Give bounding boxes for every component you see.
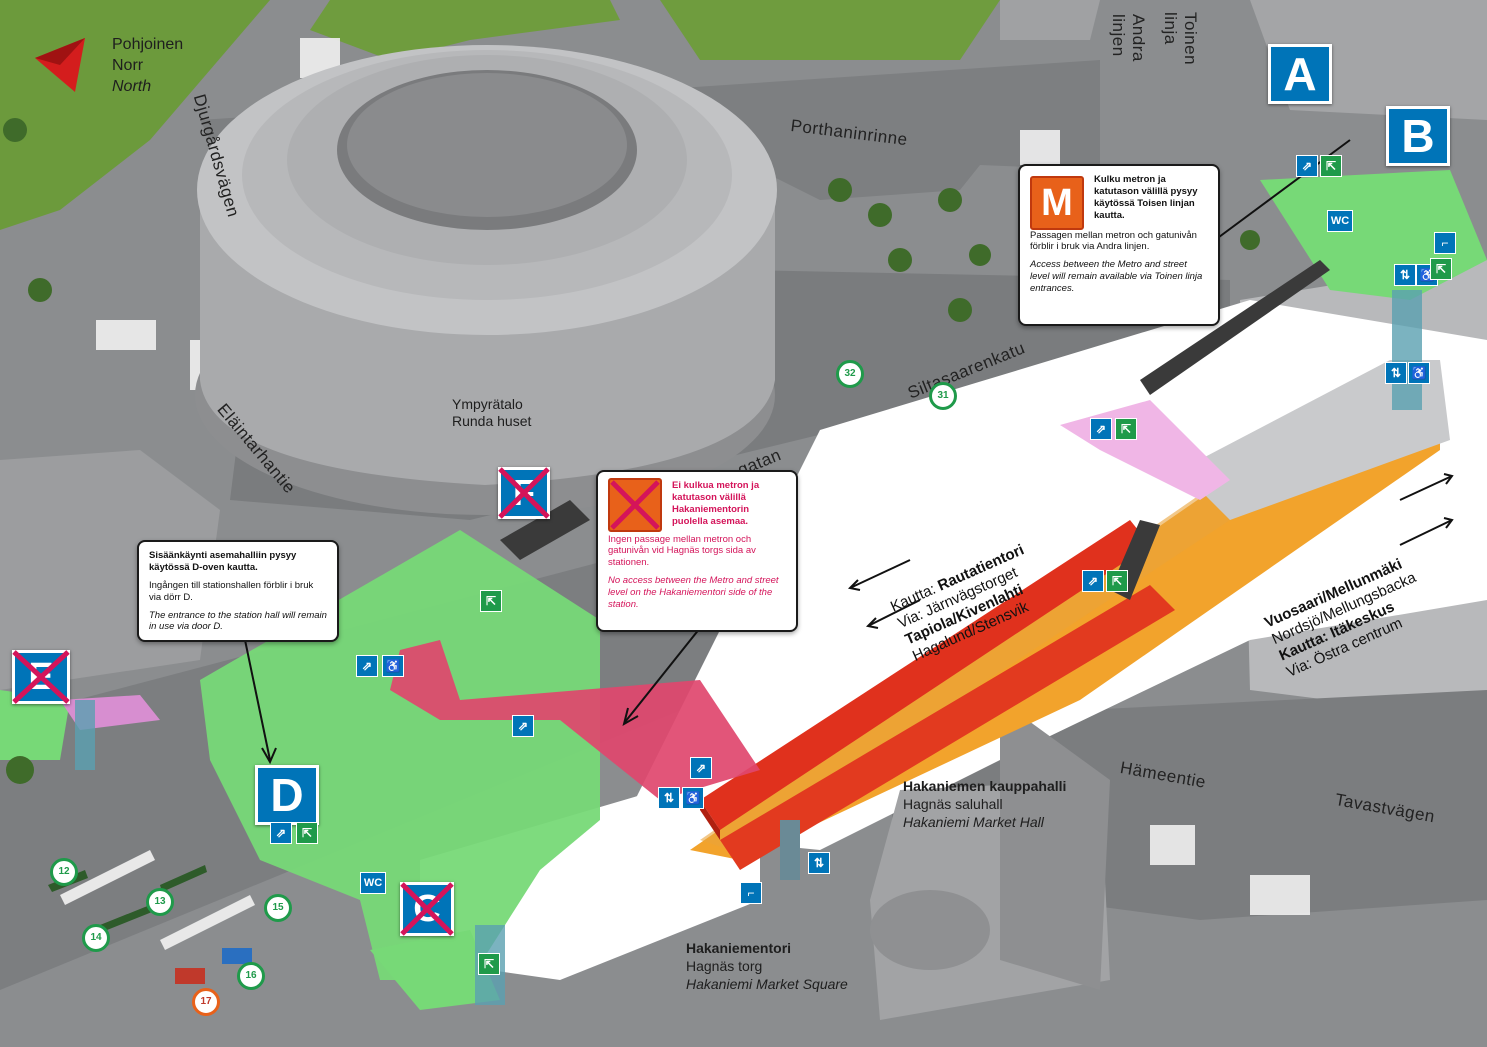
elevator-icon: ⇅ bbox=[808, 852, 830, 874]
bus-stop-12: 12 bbox=[50, 858, 78, 886]
emergency-exit-icon: ⇱ bbox=[1320, 155, 1342, 177]
note-metro-swedish: Passagen mellan metron och gatunivån för… bbox=[1030, 229, 1197, 253]
note-metro-finnish: Kulku metron ja katutason välillä pysyy … bbox=[1094, 174, 1198, 221]
note-d-finnish: Sisäänkäynti asemahalliin pysyy käytössä… bbox=[149, 550, 297, 573]
street-andra-linjen: Andra linjen bbox=[1109, 14, 1148, 62]
stairs-icon: ⌐ bbox=[1434, 232, 1456, 254]
park-north bbox=[310, 0, 620, 60]
bus-stop-16: 16 bbox=[237, 962, 265, 990]
escalator-icon: ⇗ bbox=[1296, 155, 1318, 177]
emergency-exit-icon: ⇱ bbox=[1430, 258, 1452, 280]
note-metro-english: Access between the Metro and street leve… bbox=[1030, 259, 1203, 294]
closed-cross-icon bbox=[400, 882, 454, 936]
square-hakaniementori: Hakaniementori bbox=[686, 940, 792, 956]
closed-cross-icon bbox=[498, 467, 550, 519]
note-metro-access: M Kulku metron ja katutason välillä pysy… bbox=[1018, 164, 1220, 326]
escalator-closed-icon: ⇗ bbox=[690, 757, 712, 779]
emergency-exit-icon: ⇱ bbox=[1106, 570, 1128, 592]
compass-swedish: Norr bbox=[112, 57, 144, 74]
escalator-icon: ⇗ bbox=[1082, 570, 1104, 592]
metro-logo-icon: M bbox=[1030, 176, 1084, 230]
park-northeast bbox=[660, 0, 1000, 60]
escalator-closed-icon: ⇗ bbox=[356, 655, 378, 677]
bus-stop-15: 15 bbox=[264, 894, 292, 922]
emergency-exit-icon: ⇱ bbox=[296, 822, 318, 844]
note-no-access-finnish: Ei kulkua metron ja katutason välillä Ha… bbox=[672, 480, 760, 527]
square-market-square: Hakaniemi Market Square bbox=[686, 976, 848, 992]
emergency-exit-icon: ⇱ bbox=[1115, 418, 1137, 440]
note-no-access-english: No access between the Metro and street l… bbox=[608, 575, 779, 610]
bus-stop-17: 17 bbox=[192, 988, 220, 1016]
note-d-swedish: Ingången till stationshallen förblir i b… bbox=[149, 579, 314, 603]
entrance-a-sign: A bbox=[1268, 44, 1332, 104]
note-d-english: The entrance to the station hall will re… bbox=[149, 609, 327, 633]
bus-stop-13: 13 bbox=[146, 888, 174, 916]
building-kauppahalli: Hakaniemen kauppahalli bbox=[903, 778, 1067, 794]
elevator-icon: ⇅ bbox=[1394, 264, 1416, 286]
bus-stop-31: 31 bbox=[929, 382, 957, 410]
building-saluhall: Hagnäs saluhall bbox=[903, 796, 1003, 812]
wheelchair-closed-icon: ♿ bbox=[682, 787, 704, 809]
square-hagnas-torg: Hagnäs torg bbox=[686, 958, 763, 974]
street-toinen-linja: Toinen linja bbox=[1161, 12, 1200, 66]
emergency-exit-icon: ⇱ bbox=[478, 953, 500, 975]
note-no-access: Ei kulkua metron ja katutason välillä Ha… bbox=[596, 470, 798, 632]
wc-icon: WC bbox=[360, 872, 386, 894]
metro-logo-closed-icon bbox=[608, 478, 662, 532]
entrance-b-sign: B bbox=[1386, 106, 1450, 166]
entrance-c-closed: C bbox=[400, 882, 454, 936]
note-no-access-swedish: Ingen passage mellan metron och gatunivå… bbox=[608, 533, 756, 569]
bus-stop-14: 14 bbox=[82, 924, 110, 952]
stairs-icon: ⌐ bbox=[740, 882, 762, 904]
entrance-f-closed: F bbox=[498, 467, 550, 519]
escalator-icon: ⇗ bbox=[1090, 418, 1112, 440]
entrance-e-closed: E bbox=[12, 650, 70, 704]
escalator-closed-icon: ⇗ bbox=[512, 715, 534, 737]
building-ympyratalo: Ympyrätalo bbox=[452, 396, 523, 412]
emergency-exit-icon: ⇱ bbox=[480, 590, 502, 612]
elevator-closed-icon: ⇅ bbox=[658, 787, 680, 809]
entrance-d-sign: D bbox=[255, 765, 319, 825]
building-market-hall: Hakaniemi Market Hall bbox=[903, 814, 1044, 830]
compass-finnish: Pohjoinen bbox=[112, 36, 184, 53]
wheelchair-closed-icon: ♿ bbox=[382, 655, 404, 677]
note-entrance-d: Sisäänkäynti asemahalliin pysyy käytössä… bbox=[137, 540, 339, 642]
elevator-icon: ⇅ bbox=[1385, 362, 1407, 384]
building-runda-huset: Runda huset bbox=[452, 413, 532, 429]
closed-cross-icon bbox=[12, 650, 70, 704]
compass-english: North bbox=[112, 78, 152, 95]
wc-icon: WC bbox=[1327, 210, 1353, 232]
wheelchair-icon: ♿ bbox=[1408, 362, 1430, 384]
escalator-icon: ⇗ bbox=[270, 822, 292, 844]
bus-stop-32: 32 bbox=[836, 360, 864, 388]
